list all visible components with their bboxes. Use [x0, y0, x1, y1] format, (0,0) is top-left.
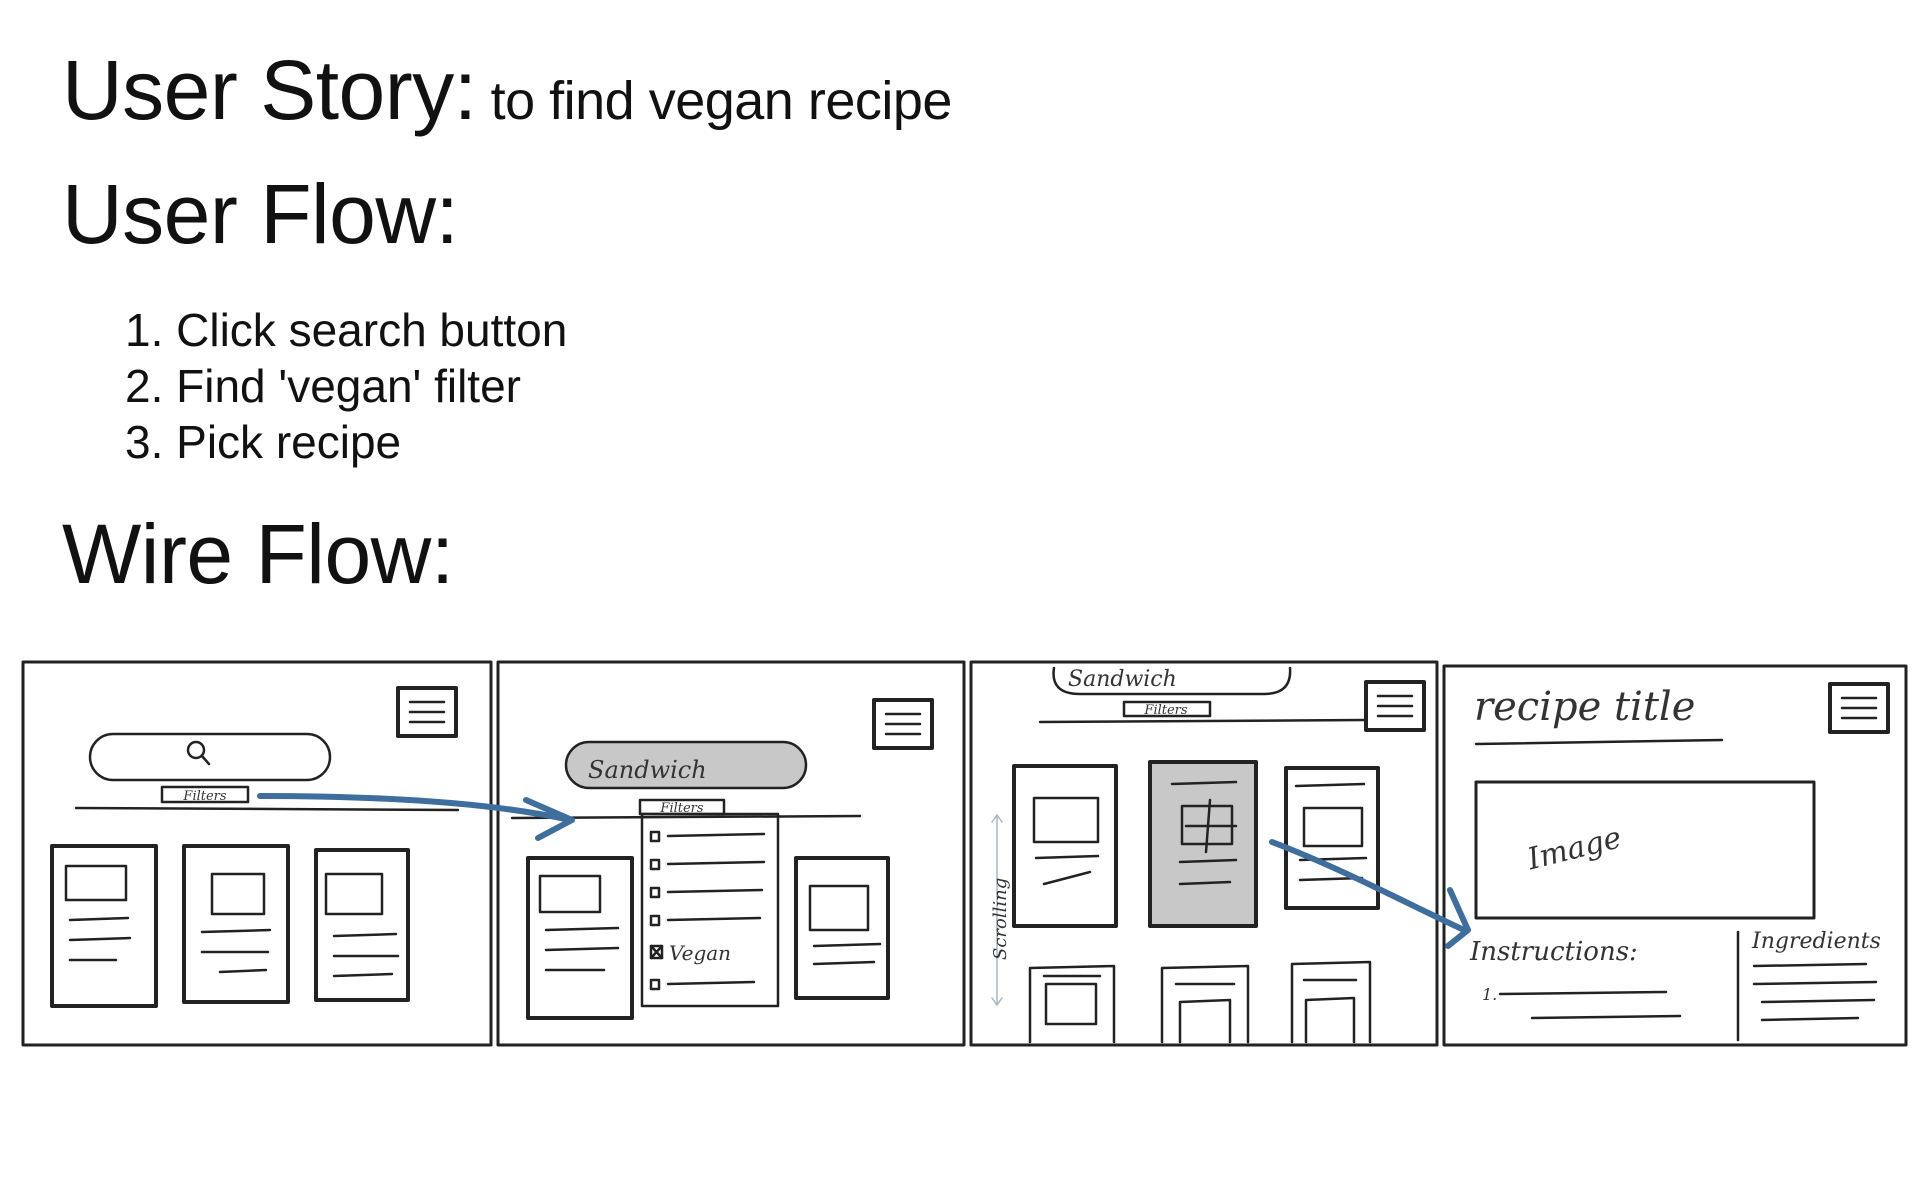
filters-button	[1122, 700, 1212, 718]
instructions-label: Instructions:	[1469, 937, 1638, 967]
search-icon	[186, 740, 211, 766]
menu-icon	[1828, 682, 1890, 734]
recipe-card-selected	[1148, 760, 1258, 928]
flow-arrow-2-head	[1445, 887, 1471, 949]
user-story-text: to find vegan recipe	[490, 71, 953, 131]
wireframe-3: Sandwich Filters Scrolling	[969, 660, 1439, 1047]
search-value: Sandwich	[588, 756, 707, 784]
wire-flow-heading: Wire Flow:	[62, 507, 454, 601]
search-bar-partial	[1052, 666, 1292, 696]
flow-arrow-1	[257, 793, 573, 823]
wireframe-1: Filters	[21, 660, 493, 1047]
menu-icon	[1364, 680, 1426, 732]
filters-button	[160, 785, 250, 804]
recipe-card	[1012, 764, 1118, 928]
user-flow-heading: User Flow:	[62, 167, 459, 261]
recipe-card-partial	[1160, 964, 1250, 1044]
recipe-card	[314, 848, 410, 1002]
recipe-card	[50, 844, 158, 1008]
scroll-indicator	[991, 814, 1003, 1006]
recipe-card-partial	[1290, 960, 1372, 1044]
user-story-heading: User Story:to find vegan recipe	[62, 48, 952, 132]
recipe-card-partial	[1028, 964, 1116, 1044]
recipe-card	[1284, 766, 1380, 910]
frame-4-border	[1442, 664, 1908, 1047]
flow-arrow-1-head	[523, 797, 575, 841]
recipe-title: recipe title	[1474, 684, 1695, 730]
recipe-card	[182, 844, 290, 1004]
recipe-card	[794, 856, 890, 1000]
filters-label: Filters	[1143, 703, 1187, 718]
search-bar-filled	[564, 740, 808, 790]
image-placeholder	[1474, 780, 1816, 920]
recipe-card	[526, 856, 634, 1020]
vegan-option: Vegan	[669, 941, 731, 965]
step-1: 1. Click search button	[125, 304, 568, 356]
ingredients-label: Ingredients	[1751, 929, 1881, 954]
image-label: Image	[1523, 820, 1625, 877]
wireframe-4: recipe title Image Instructions: 1. Ingr…	[1442, 664, 1908, 1047]
search-bar	[88, 732, 332, 782]
instructions-step: 1.	[1482, 985, 1497, 1004]
menu-icon	[872, 698, 934, 750]
step-2: 2. Find 'vegan' filter	[125, 360, 521, 412]
search-value: Sandwich	[1068, 667, 1177, 692]
frame-3-border	[969, 660, 1439, 1047]
step-3: 3. Pick recipe	[125, 416, 402, 468]
menu-icon	[396, 686, 458, 738]
frame-1-border	[21, 660, 493, 1047]
scroll-note: Scrolling	[990, 878, 1011, 960]
wireframe-2: Sandwich Filters Vegan	[496, 660, 966, 1047]
frame-2-border	[496, 660, 966, 1047]
filters-label: Filters	[182, 789, 226, 804]
filters-label: Filters	[659, 801, 703, 816]
user-story-label: User Story:	[62, 43, 477, 137]
vegan-checkbox	[649, 944, 664, 960]
flow-arrow-2	[1269, 839, 1467, 933]
user-flow-steps: 1. Click search button 2. Find 'vegan' f…	[125, 302, 567, 470]
flow-arrows	[257, 793, 1471, 949]
filter-dropdown: Vegan	[640, 812, 780, 1008]
